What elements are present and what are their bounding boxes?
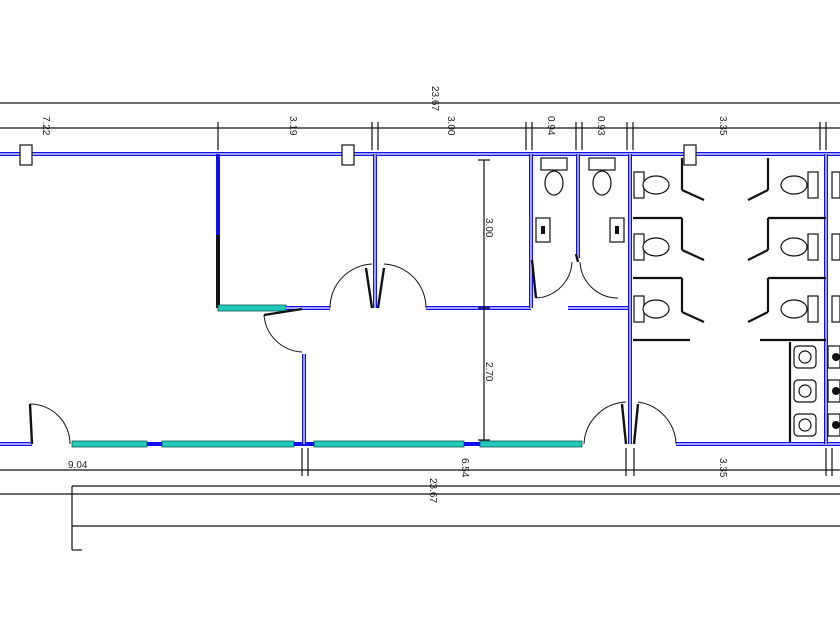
toilet-stalls-left <box>633 158 705 342</box>
column <box>19 144 33 166</box>
doors <box>28 253 677 445</box>
top-overall-dimension: 23.67 <box>0 86 840 111</box>
bottom-total-label: 23.67 <box>427 478 438 503</box>
bottom-seg-2-label: 6.54 <box>459 458 470 478</box>
exterior-wall-bottom <box>0 440 840 448</box>
toilet-bowl <box>544 170 564 196</box>
window <box>71 440 148 448</box>
column <box>683 144 697 166</box>
bottom-overall-dimension: 23.67 <box>0 478 840 503</box>
window <box>217 304 287 312</box>
toilet-tank <box>588 157 616 171</box>
bottom-seg-3-label: 3.35 <box>717 458 728 478</box>
upper-height-label: 3.00 <box>483 218 494 238</box>
top-seg-5-label: 0.93 <box>595 116 606 136</box>
top-seg-3-label: 3.00 <box>445 116 456 136</box>
exterior-wall-top <box>0 144 840 166</box>
bottom-segment-dimensions: 9.04 6.54 3.35 <box>0 448 840 478</box>
window <box>161 440 295 448</box>
lower-frame <box>71 485 840 551</box>
interior-height-dimension: 3.00 2.70 <box>478 159 494 441</box>
toilet-bowl <box>592 170 612 196</box>
lower-height-label: 2.70 <box>483 362 494 382</box>
window <box>313 440 465 448</box>
sink-fixtures <box>788 342 840 442</box>
bottom-seg-1-label: 9.04 <box>68 460 88 471</box>
window <box>479 440 583 448</box>
toilet-tank <box>540 157 568 171</box>
column <box>341 144 355 166</box>
top-total-label: 23.67 <box>429 86 440 111</box>
toilet-fixtures-small <box>535 157 625 243</box>
toilet-stalls-right <box>747 158 840 342</box>
top-seg-2-label: 3.19 <box>287 116 298 136</box>
top-seg-4-label: 0.94 <box>545 116 556 136</box>
interior-walls <box>216 154 828 444</box>
top-seg-1-label: 7.22 <box>40 116 51 136</box>
top-seg-6-label: 3.35 <box>717 116 728 136</box>
top-segment-dimensions: 7.22 3.19 3.00 0.94 0.93 3.35 <box>0 116 840 150</box>
